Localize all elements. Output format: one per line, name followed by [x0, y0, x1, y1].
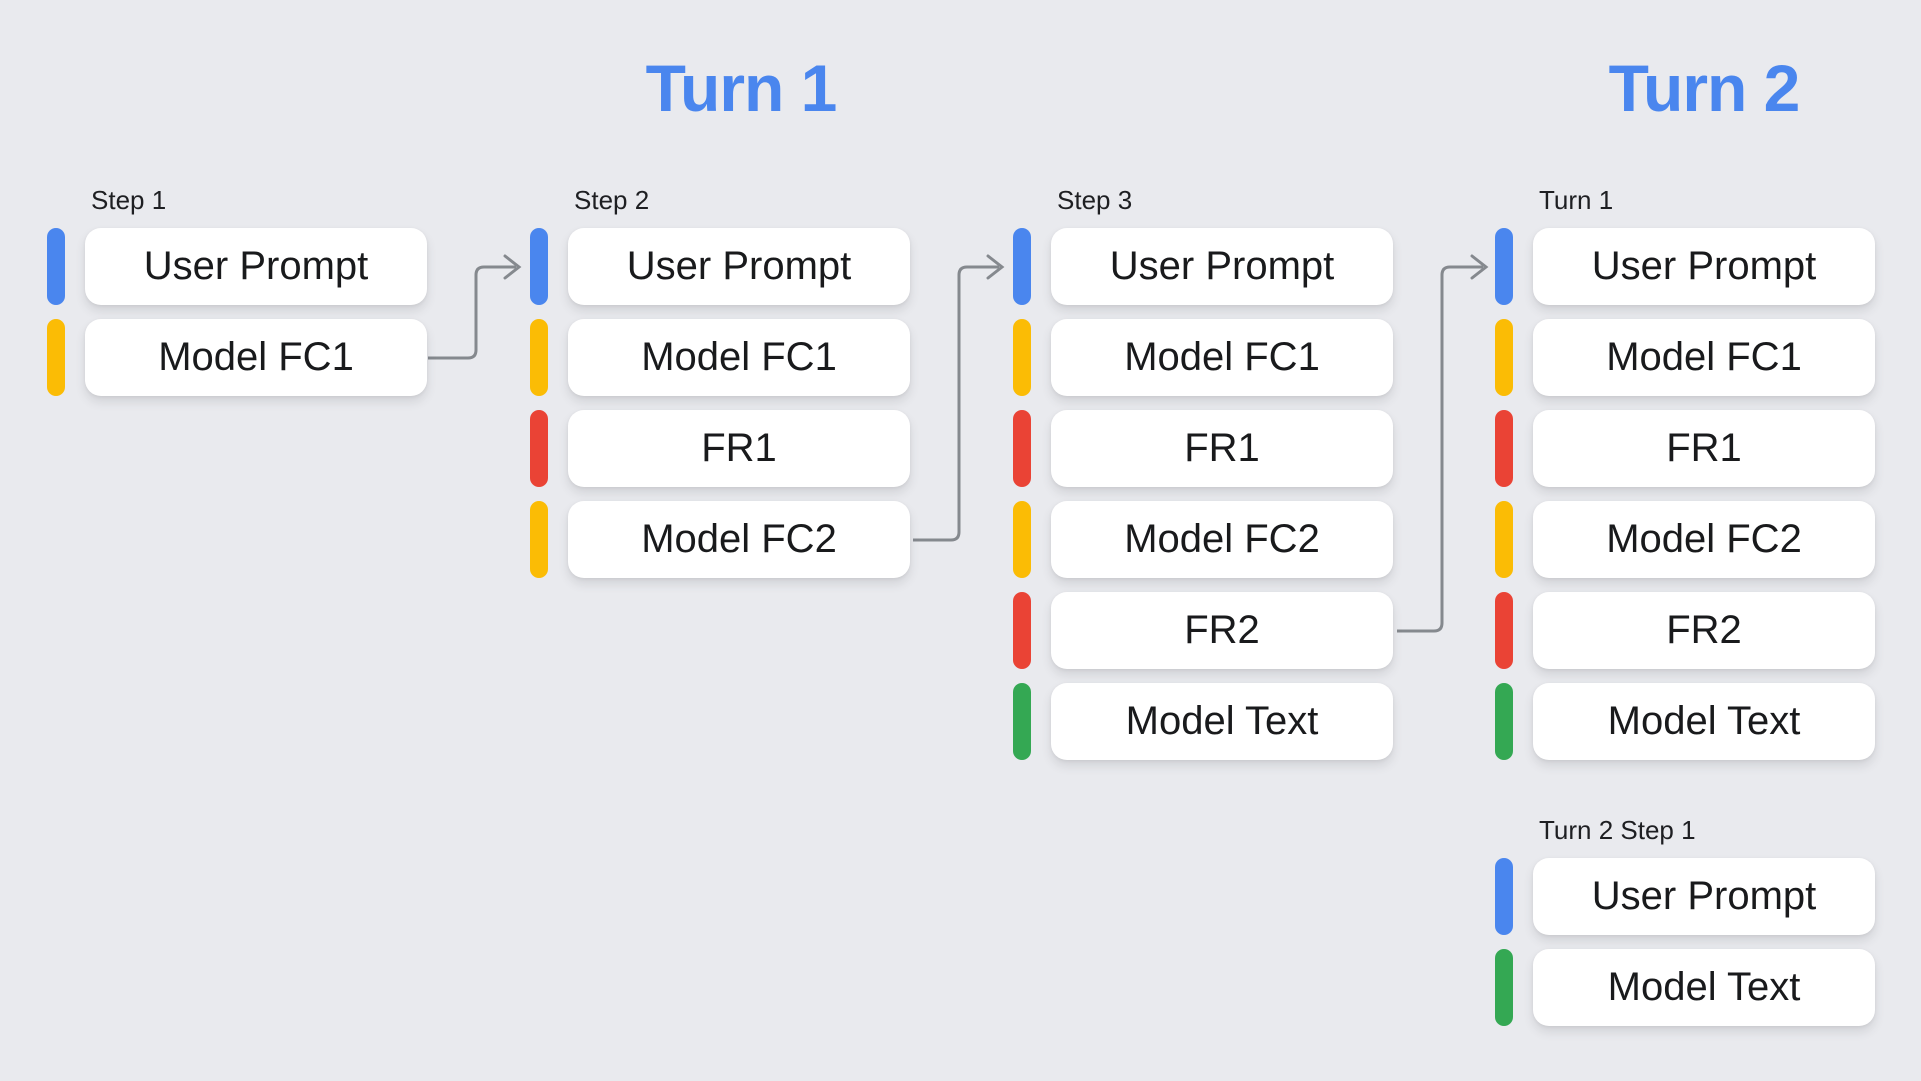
- card-model-fc1: Model FC1: [568, 319, 910, 396]
- card-user-prompt: User Prompt: [1051, 228, 1393, 305]
- card-label: Model FC1: [641, 335, 837, 379]
- card-row: FR2: [1013, 592, 1393, 669]
- card-label: FR1: [1184, 426, 1260, 470]
- card-model-fc2: Model FC2: [568, 501, 910, 578]
- blue-indicator-bar: [1495, 858, 1513, 935]
- card-label: User Prompt: [1109, 244, 1335, 288]
- group-label-step1: Step 1: [91, 185, 167, 215]
- card-label: Model FC1: [158, 335, 354, 379]
- card-label: FR2: [1184, 608, 1260, 652]
- red-indicator-bar: [1013, 410, 1031, 487]
- arrow-step3-to-turn1: [1397, 254, 1489, 633]
- group-label-step3: Step 3: [1057, 185, 1133, 215]
- card-label: User Prompt: [1591, 874, 1817, 918]
- card-label: Model FC2: [641, 517, 837, 561]
- group-label-step2: Step 2: [574, 185, 650, 215]
- card-model-fc1: Model FC1: [1533, 319, 1875, 396]
- group-label-turn2-step1: Turn 2 Step 1: [1539, 815, 1696, 845]
- card-label: Model Text: [1607, 965, 1801, 1009]
- card-label: FR1: [701, 426, 777, 470]
- card-row: FR1: [1495, 410, 1875, 487]
- card-label: Model Text: [1125, 699, 1319, 743]
- green-indicator-bar: [1495, 683, 1513, 760]
- card-row: User Prompt: [47, 228, 427, 305]
- turn2-title: Turn 2: [1608, 51, 1801, 125]
- card-fr2: FR2: [1533, 592, 1875, 669]
- card-row: Model FC2: [1013, 501, 1393, 578]
- yellow-indicator-bar: [1495, 319, 1513, 396]
- card-row: User Prompt: [1495, 858, 1875, 935]
- turn1-title: Turn 1: [645, 51, 838, 125]
- green-indicator-bar: [1013, 683, 1031, 760]
- red-indicator-bar: [1013, 592, 1031, 669]
- card-row: Model Text: [1013, 683, 1393, 760]
- card-row: Model Text: [1495, 683, 1875, 760]
- yellow-indicator-bar: [1013, 501, 1031, 578]
- card-model-text: Model Text: [1533, 949, 1875, 1026]
- yellow-indicator-bar: [47, 319, 65, 396]
- blue-indicator-bar: [1013, 228, 1031, 305]
- card-row: FR1: [530, 410, 910, 487]
- card-row: Model FC1: [530, 319, 910, 396]
- card-fr2: FR2: [1051, 592, 1393, 669]
- card-row: Model FC1: [47, 319, 427, 396]
- card-model-fc1: Model FC1: [85, 319, 427, 396]
- card-label: FR1: [1666, 426, 1742, 470]
- red-indicator-bar: [1495, 410, 1513, 487]
- card-row: User Prompt: [1495, 228, 1875, 305]
- yellow-indicator-bar: [1013, 319, 1031, 396]
- card-row: User Prompt: [530, 228, 910, 305]
- card-fr1: FR1: [1051, 410, 1393, 487]
- blue-indicator-bar: [530, 228, 548, 305]
- card-label: FR2: [1666, 608, 1742, 652]
- card-label: User Prompt: [143, 244, 369, 288]
- card-row: Model FC1: [1495, 319, 1875, 396]
- card-row: Model FC2: [1495, 501, 1875, 578]
- card-fr1: FR1: [568, 410, 910, 487]
- card-model-fc2: Model FC2: [1533, 501, 1875, 578]
- card-user-prompt: User Prompt: [85, 228, 427, 305]
- blue-indicator-bar: [1495, 228, 1513, 305]
- card-label: User Prompt: [1591, 244, 1817, 288]
- card-fr1: FR1: [1533, 410, 1875, 487]
- arrow-step1-to-step2: [428, 254, 522, 360]
- card-label: Model FC1: [1606, 335, 1802, 379]
- card-label: Model Text: [1607, 699, 1801, 743]
- yellow-indicator-bar: [530, 319, 548, 396]
- card-row: User Prompt: [1013, 228, 1393, 305]
- card-label: Model FC2: [1606, 517, 1802, 561]
- card-label: Model FC1: [1124, 335, 1320, 379]
- card-row: Model FC2: [530, 501, 910, 578]
- red-indicator-bar: [1495, 592, 1513, 669]
- card-row: Model FC1: [1013, 319, 1393, 396]
- card-row: FR1: [1013, 410, 1393, 487]
- card-model-fc1: Model FC1: [1051, 319, 1393, 396]
- card-user-prompt: User Prompt: [568, 228, 910, 305]
- card-model-text: Model Text: [1051, 683, 1393, 760]
- blue-indicator-bar: [47, 228, 65, 305]
- card-row: FR2: [1495, 592, 1875, 669]
- arrow-step2-to-step3: [913, 254, 1005, 542]
- card-model-fc2: Model FC2: [1051, 501, 1393, 578]
- card-label: Model FC2: [1124, 517, 1320, 561]
- red-indicator-bar: [530, 410, 548, 487]
- card-user-prompt: User Prompt: [1533, 858, 1875, 935]
- card-model-text: Model Text: [1533, 683, 1875, 760]
- yellow-indicator-bar: [1495, 501, 1513, 578]
- card-label: User Prompt: [626, 244, 852, 288]
- card-row: Model Text: [1495, 949, 1875, 1026]
- green-indicator-bar: [1495, 949, 1513, 1026]
- yellow-indicator-bar: [530, 501, 548, 578]
- group-label-turn1-history: Turn 1: [1539, 185, 1614, 215]
- card-user-prompt: User Prompt: [1533, 228, 1875, 305]
